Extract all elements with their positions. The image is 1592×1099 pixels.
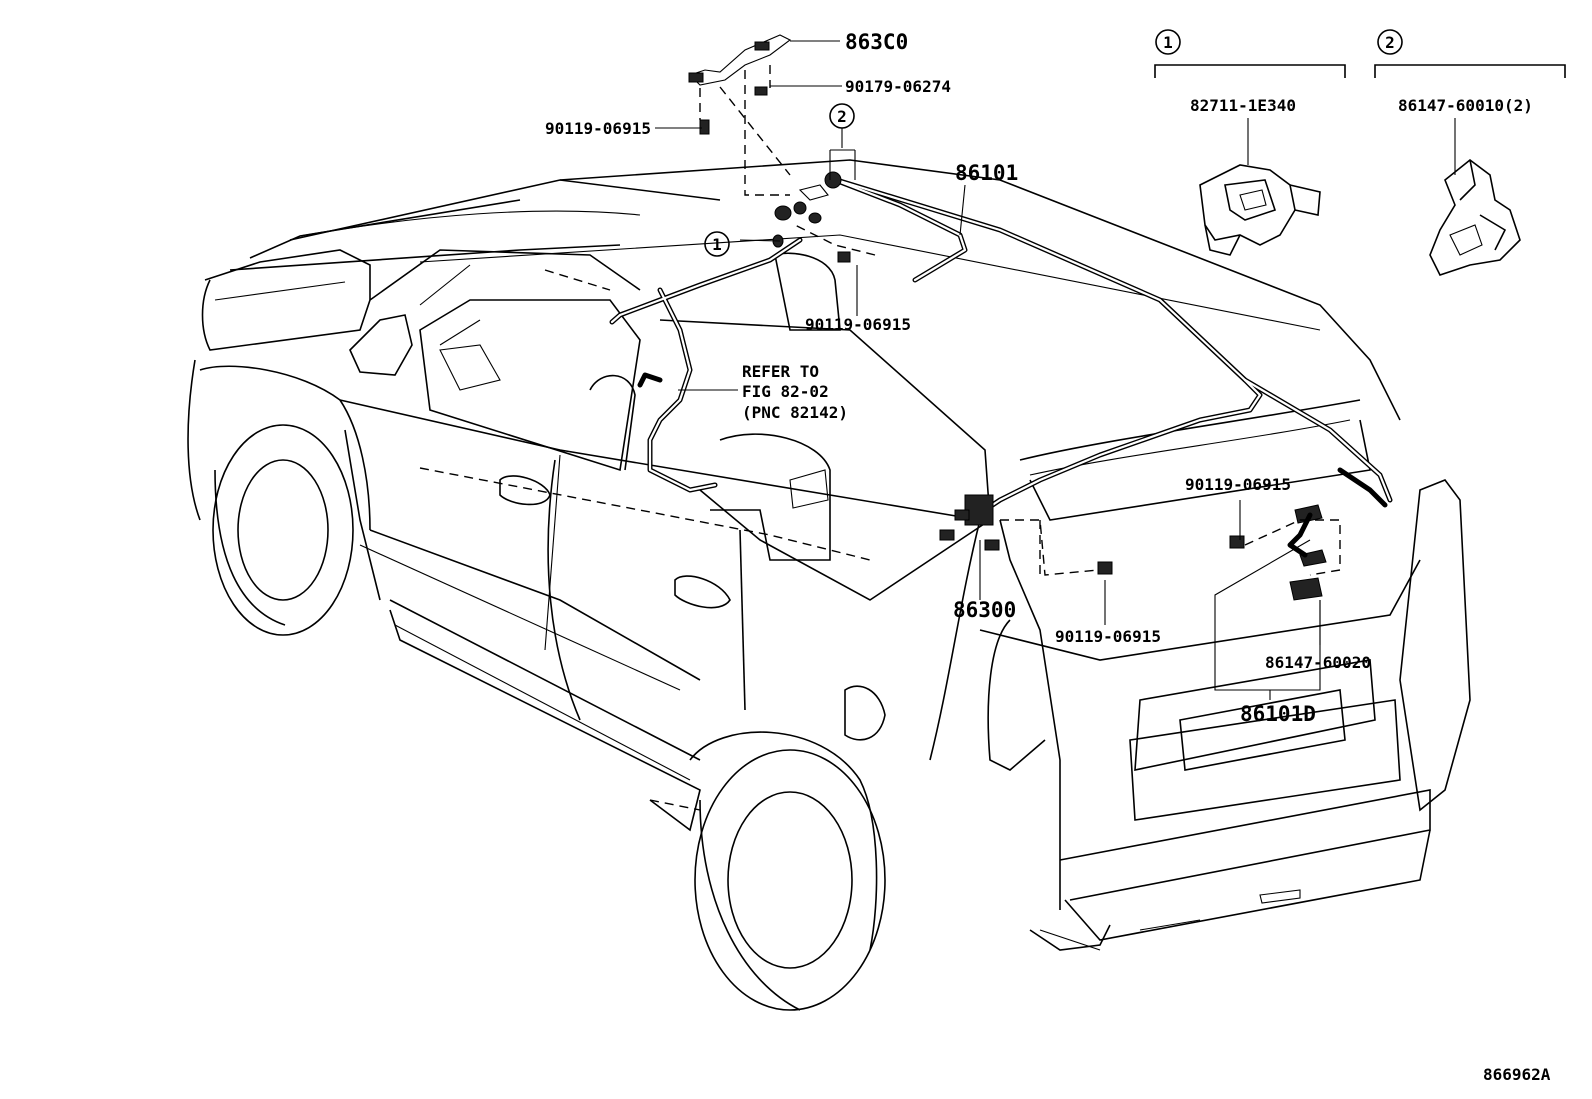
roof-wire-harness (609, 175, 1393, 513)
svg-text:1: 1 (712, 235, 722, 254)
refer-note-line1: REFER TO (742, 362, 819, 381)
part-labels: 863C0 90179-06274 90119-06915 86101 9011… (545, 30, 1551, 1084)
label-86101: 86101 (955, 161, 1018, 185)
amplifier-glyph (964, 494, 994, 526)
svg-text:1: 1 (1163, 33, 1173, 52)
label-86101d: 86101D (1240, 702, 1316, 726)
refer-note-line3: (PNC 82142) (742, 403, 848, 422)
label-863c0: 863C0 (845, 30, 908, 54)
callouts: 1 2 2 1 (704, 29, 1403, 257)
dashed-leaders (419, 65, 1341, 576)
figure-id: 866962A (1483, 1065, 1551, 1084)
vehicle-outline (187, 159, 1471, 1011)
label-90119-06915-lower: 90119-06915 (1055, 627, 1161, 646)
bracket-detail-86147 (1429, 158, 1521, 276)
callout-1-header: 1 (1155, 29, 1181, 55)
label-86147-60020: 86147-60020 (1265, 653, 1371, 672)
bolt-glyph-lower (1097, 561, 1113, 575)
bolt-glyph-top (699, 119, 710, 135)
label-86147-60010: 86147-60010(2) (1398, 96, 1533, 115)
antenna-clip-glyph-2 (688, 72, 704, 83)
bolt-glyph-right (1229, 535, 1245, 549)
label-90179-06274: 90179-06274 (845, 77, 951, 96)
refer-note-line2: FIG 82-02 (742, 382, 829, 401)
clamp-detail-82711 (1199, 164, 1296, 246)
callout-2-header: 2 (1377, 29, 1403, 55)
connector-glyph-3 (1289, 577, 1323, 601)
bolt-glyph-mid (837, 251, 851, 263)
callout-1-roof: 1 (704, 231, 730, 257)
parts-glyphs (688, 34, 1521, 601)
nut-glyph (754, 86, 768, 96)
svg-text:2: 2 (837, 107, 847, 126)
svg-text:2: 2 (1385, 33, 1395, 52)
label-86300: 86300 (953, 598, 1016, 622)
label-90119-06915-mid: 90119-06915 (805, 315, 911, 334)
label-90119-06915-right: 90119-06915 (1185, 475, 1291, 494)
antenna-clip-glyph (754, 41, 770, 51)
callout-2-roof: 2 (829, 103, 855, 129)
label-82711-1e340: 82711-1E340 (1190, 96, 1296, 115)
label-90119-06915-top: 90119-06915 (545, 119, 651, 138)
leader-lines (655, 40, 1566, 700)
